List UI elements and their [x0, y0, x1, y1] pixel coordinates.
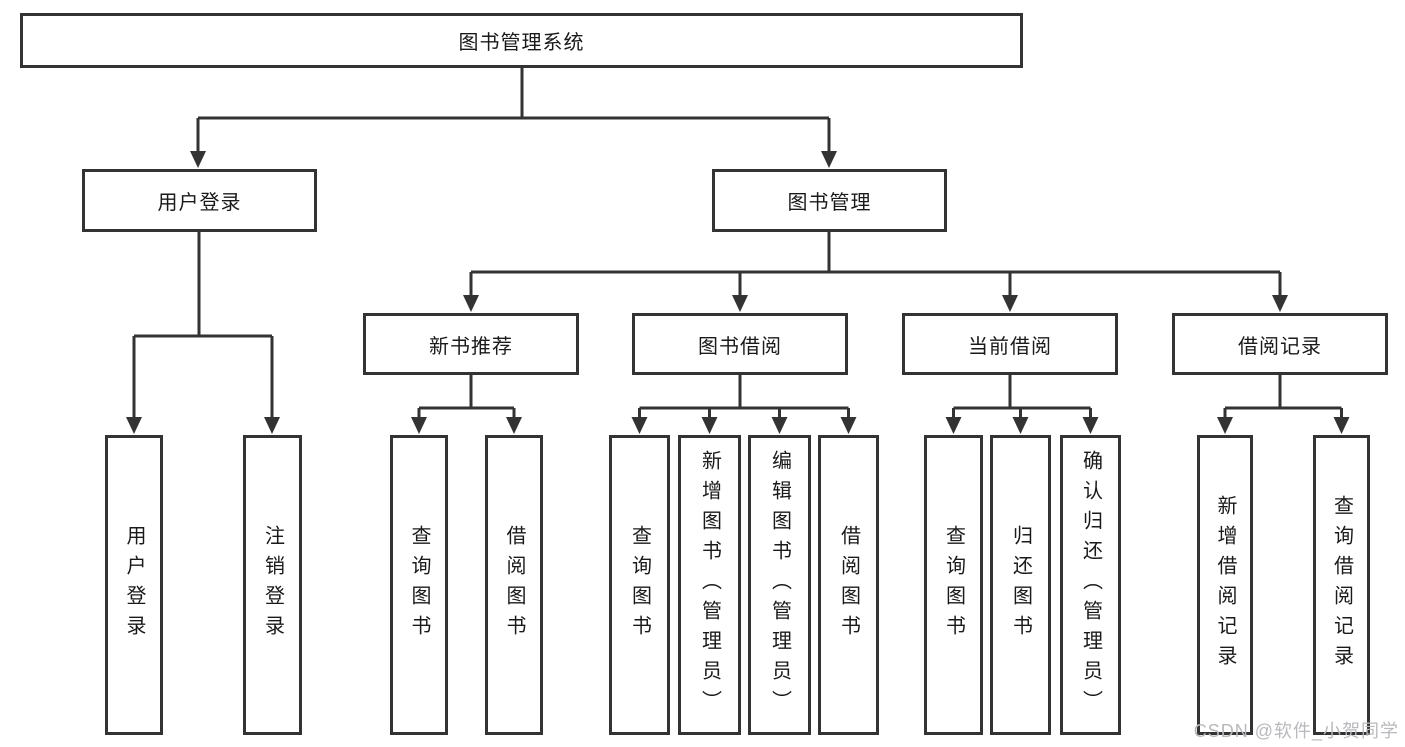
arrowhead-icon [126, 417, 142, 434]
node-root-library-system: 图书管理系统 [20, 13, 1023, 68]
arrowhead-icon [411, 417, 427, 434]
node-label: 用户登录 [123, 525, 145, 645]
leaf-borrow-books-recommend: 借阅图书 [485, 435, 543, 735]
node-label: 借阅记录 [1238, 335, 1322, 358]
arrowhead-icon [771, 417, 788, 434]
arrowhead-icon [1002, 295, 1018, 312]
node-label: 新书推荐 [429, 335, 513, 358]
arrowhead-icon [1012, 417, 1029, 434]
node-borrowing-records: 借阅记录 [1172, 313, 1388, 375]
node-label: 查询图书 [628, 525, 651, 645]
node-label: 图书管理系统 [458, 32, 585, 54]
node-book-borrowing: 图书借阅 [632, 313, 848, 375]
leaf-logout: 注销登录 [243, 435, 302, 735]
leaf-edit-book-admin: 编辑图书（管理员） [748, 435, 811, 735]
watermark-text: CSDN @软件_小贺同学 [1193, 721, 1399, 741]
node-label: 用户登录 [157, 192, 242, 214]
arrowhead-icon [701, 417, 718, 434]
leaf-query-borrow-record: 查询借阅记录 [1313, 435, 1370, 735]
node-label: 图书管理 [787, 192, 872, 214]
arrowhead-icon [506, 417, 522, 434]
leaf-user-login: 用户登录 [105, 435, 163, 735]
leaf-query-books-borrowing: 查询图书 [609, 435, 670, 735]
node-label: 查询借阅记录 [1330, 495, 1353, 675]
node-label: 查询图书 [942, 525, 965, 645]
node-current-borrowing: 当前借阅 [902, 313, 1118, 375]
node-label: 查询图书 [408, 525, 430, 645]
node-user-login: 用户登录 [82, 169, 317, 232]
node-label: 图书借阅 [698, 335, 782, 358]
node-new-book-recommend: 新书推荐 [363, 313, 579, 375]
arrowhead-icon [463, 295, 479, 312]
arrowhead-icon [190, 151, 206, 168]
arrowhead-icon [1333, 417, 1350, 434]
leaf-borrow-books: 借阅图书 [818, 435, 879, 735]
node-label: 确认归还（管理员） [1079, 450, 1102, 720]
leaf-add-borrow-record: 新增借阅记录 [1197, 435, 1253, 735]
node-label: 归还图书 [1009, 525, 1032, 645]
node-label: 当前借阅 [968, 335, 1052, 358]
leaf-confirm-return-admin: 确认归还（管理员） [1060, 435, 1121, 735]
arrowhead-icon [264, 417, 280, 434]
arrowhead-icon [840, 417, 857, 434]
node-book-management: 图书管理 [712, 169, 947, 232]
node-label: 新增图书（管理员） [698, 450, 721, 720]
node-label: 注销登录 [261, 525, 284, 645]
connector-path [132, 68, 1343, 422]
node-label: 新增借阅记录 [1214, 495, 1236, 675]
leaf-query-books-recommend: 查询图书 [390, 435, 448, 735]
node-label: 借阅图书 [503, 525, 525, 645]
leaf-query-books-current: 查询图书 [924, 435, 983, 735]
arrowhead-icon [821, 151, 837, 168]
arrowhead-group [126, 151, 1350, 434]
arrowhead-icon [732, 295, 748, 312]
leaf-add-book-admin: 新增图书（管理员） [678, 435, 741, 735]
node-label: 借阅图书 [837, 525, 860, 645]
arrowhead-icon [1082, 417, 1099, 434]
arrowhead-icon [945, 417, 962, 434]
arrowhead-icon [1272, 295, 1288, 312]
node-label: 编辑图书（管理员） [768, 450, 791, 720]
arrowhead-icon [631, 417, 648, 434]
arrowhead-icon [1217, 417, 1233, 434]
leaf-return-book: 归还图书 [990, 435, 1051, 735]
